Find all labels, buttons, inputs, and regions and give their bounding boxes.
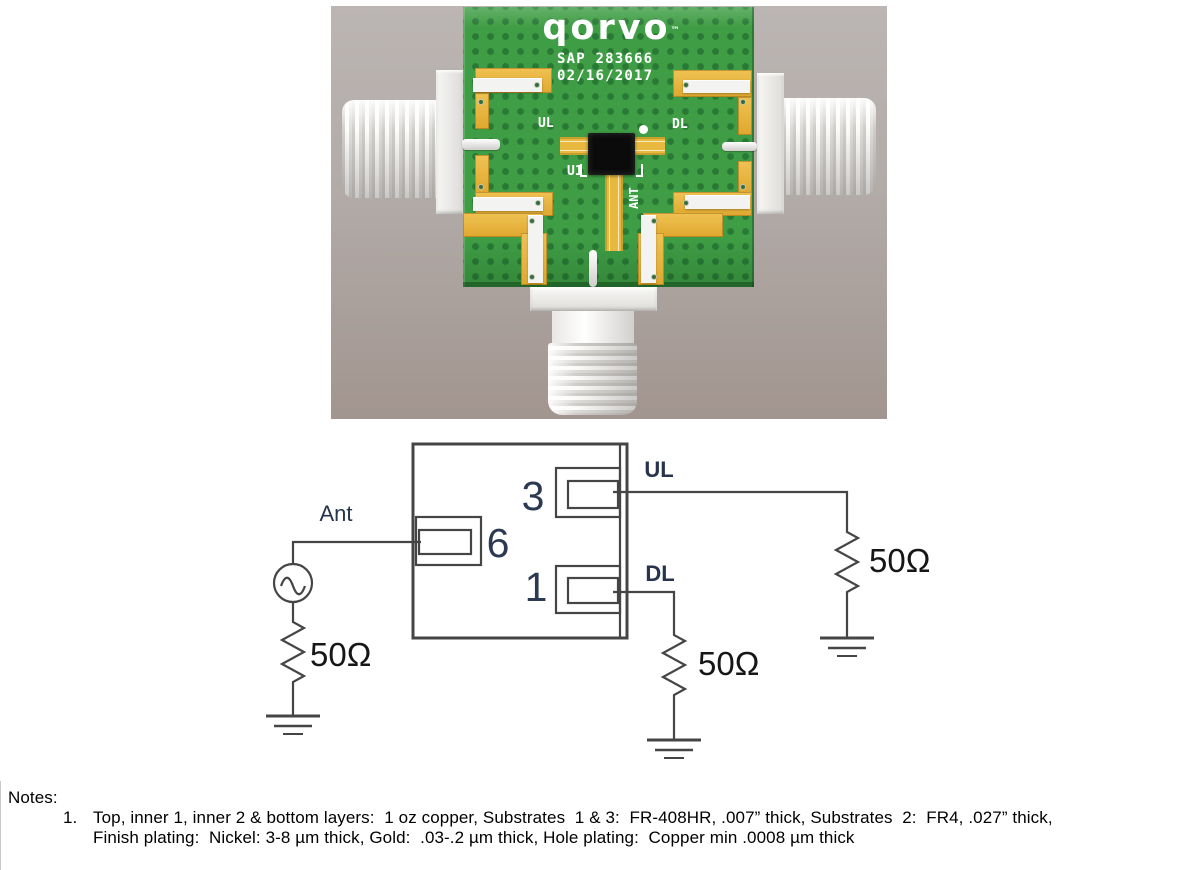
device-body [411, 442, 629, 640]
silkscreen-label-ant: ANT [627, 187, 641, 209]
qorvo-logo: qorvo™ [513, 11, 709, 46]
dl-wire-resistor [613, 590, 688, 740]
ground-symbol-dl [647, 738, 701, 759]
sma-connector-left-threads [342, 100, 438, 198]
sma-bottom-right-leg [641, 215, 656, 283]
silkscreen-date: 02/16/2017 [557, 68, 654, 84]
silkscreen-label-u1: U1 [567, 164, 583, 179]
fiducial-dot [639, 125, 648, 134]
schematic-lines [266, 442, 874, 759]
ground-symbol-ul [820, 636, 874, 657]
sma-left-center-pin [462, 139, 500, 150]
ic-chip-u1 [588, 133, 635, 175]
sma-connector-bottom-flange [530, 287, 657, 311]
via-hole [651, 218, 657, 224]
label-dl: DL [645, 561, 674, 586]
pin1-pad-inner [566, 576, 620, 605]
sma-connector-right-flange [757, 73, 784, 214]
gold-trace-bottom-left-stub [475, 155, 489, 193]
pin1-number: 1 [525, 564, 548, 610]
label-ant: Ant [319, 501, 352, 526]
microstrip-ul [560, 137, 588, 155]
via-hole [740, 184, 746, 190]
label-ul: UL [644, 457, 673, 482]
test-circuit-schematic: Ant UL DL 3 6 1 50Ω 50Ω 50Ω [266, 442, 930, 759]
sma-connector-right-threads [783, 98, 876, 195]
ant-wire [291, 540, 421, 564]
sma-bottom-left-leg [528, 215, 543, 283]
sma-connector-bottom-barrel [552, 311, 634, 345]
silkscreen-label-ul: UL [538, 116, 554, 131]
sma-left-top-leg [473, 78, 542, 92]
sma-connector-left-flange [436, 70, 463, 214]
sma-right-center-pin [722, 142, 757, 151]
silkscreen-label-dl: DL [672, 117, 688, 132]
via-hole [478, 184, 484, 190]
microstrip-dl [635, 137, 665, 155]
pin6-number: 6 [487, 520, 510, 566]
trademark-symbol: ™ [670, 26, 680, 36]
via-hole [529, 274, 535, 280]
sma-right-bottom-leg [685, 195, 750, 209]
via-hole [535, 200, 541, 206]
silkscreen-part-number: SAP 283666 [557, 51, 654, 67]
resistor-value-dl: 50Ω [698, 645, 759, 682]
ground-symbol-ant [266, 714, 320, 735]
pin3-number: 3 [522, 473, 545, 519]
silkscreen-bracket-right [636, 164, 643, 177]
sma-bottom-center-pin [589, 250, 597, 287]
silkscreen-bracket-left [580, 164, 587, 177]
ant-resistor [279, 602, 307, 716]
page-edge-line [0, 781, 1, 870]
sma-right-top-leg [683, 80, 750, 93]
via-hole [740, 99, 746, 105]
qorvo-logo-text: qorvo [542, 8, 671, 48]
ac-source-icon [272, 562, 314, 604]
resistor-value-ul: 50Ω [869, 542, 930, 579]
sma-connector-bottom-threads [548, 343, 637, 415]
notes-line-1: Top, inner 1, inner 2 & bottom layers: 1… [93, 808, 1053, 827]
pin3-pad-inner [566, 479, 620, 510]
resistor-value-ant: 50Ω [310, 636, 371, 673]
via-hole [683, 200, 689, 206]
pin1-pad-outer [554, 564, 622, 615]
notes-item-number: 1. [63, 808, 78, 827]
microstrip-ant [605, 175, 623, 251]
gold-trace-top-right-stub [738, 97, 752, 135]
notes-heading: Notes: [8, 788, 58, 807]
via-hole [651, 274, 657, 280]
ul-wire-resistor [613, 490, 861, 638]
ac-source-sine-icon [279, 576, 307, 596]
via-hole [534, 82, 540, 88]
via-hole [683, 82, 689, 88]
via-hole [478, 99, 484, 105]
sma-left-bottom-leg [473, 197, 543, 211]
notes-line-2: Finish plating: Nickel: 3-8 µm thick, Go… [93, 828, 855, 847]
via-hole [529, 218, 535, 224]
eval-board-photo: qorvo™ SAP 283666 02/16/2017 UL DL U1 AN… [331, 6, 887, 419]
